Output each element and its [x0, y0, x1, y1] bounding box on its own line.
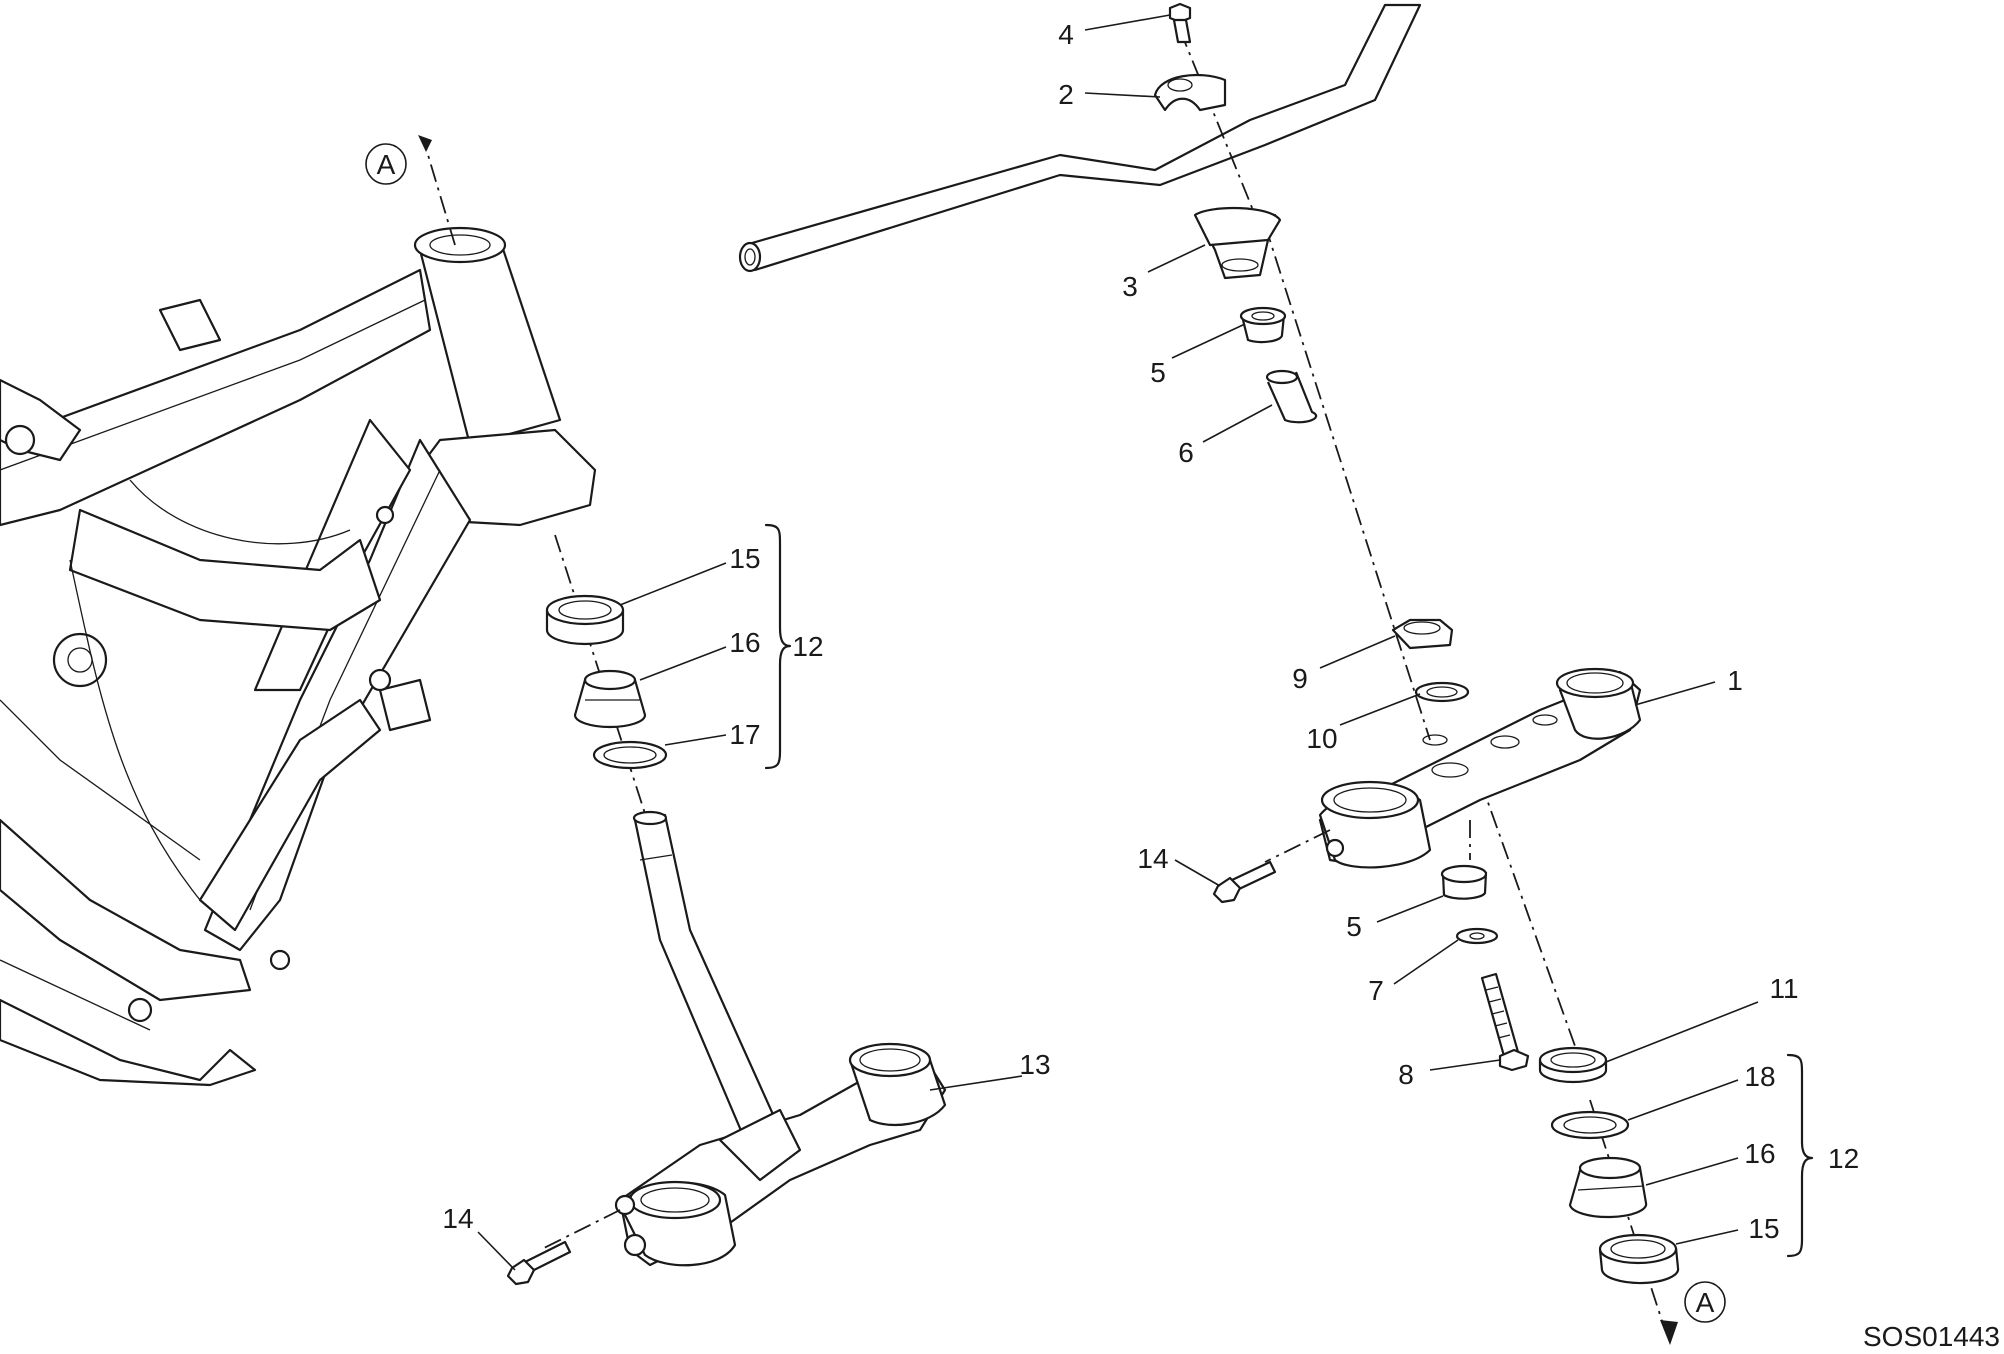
callout-5-upper: 5 [1150, 357, 1166, 388]
leader-lines [477, 14, 1759, 1271]
callout-4: 4 [1058, 19, 1074, 50]
upper-triple-clamp [1318, 667, 1642, 869]
callout-1: 1 [1727, 665, 1743, 696]
clamp-cap-2 [1153, 73, 1227, 112]
washer-7 [1455, 927, 1499, 945]
group-brace-right [1786, 1053, 1814, 1258]
callout-8: 8 [1398, 1059, 1414, 1090]
group-brace-left [764, 523, 792, 770]
callout-15-left: 15 [729, 543, 760, 574]
callout-13: 13 [1019, 1049, 1050, 1080]
reference-code: SOS01443 [1863, 1321, 2000, 1352]
bolt-14-right [1212, 829, 1331, 904]
bolt-8 [1480, 972, 1530, 1072]
callout-7: 7 [1368, 975, 1384, 1006]
frame-drawing [0, 226, 597, 1087]
bushing-5-upper [1239, 306, 1287, 344]
callout-16-left: 16 [729, 627, 760, 658]
callout-12-right: 12 [1828, 1143, 1859, 1174]
bolt-4 [1168, 2, 1192, 44]
callout-3: 3 [1122, 271, 1138, 302]
svg-text:A: A [377, 149, 396, 180]
callout-9: 9 [1292, 663, 1308, 694]
left-bearing-stack [545, 534, 668, 861]
spacer-6 [1265, 369, 1318, 424]
riser-3 [1193, 207, 1282, 280]
callout-11: 11 [1769, 973, 1798, 1004]
connector-mark-bottom: A [1684, 1281, 1726, 1323]
callout-2: 2 [1058, 79, 1074, 110]
nut-9 [1391, 618, 1454, 650]
callout-labels: 4 2 3 5 6 9 10 1 14 5 7 8 11 18 16 15 12… [442, 19, 1859, 1244]
callout-16-right: 16 [1744, 1138, 1775, 1169]
lower-triple-clamp [614, 810, 947, 1267]
handlebar [738, 3, 1422, 273]
callout-15-right: 15 [1748, 1213, 1779, 1244]
callout-14-right: 14 [1137, 843, 1168, 874]
callout-18: 18 [1744, 1061, 1775, 1092]
callout-5-lower: 5 [1346, 911, 1362, 942]
bolt-14-left [506, 1209, 621, 1286]
svg-text:A: A [1696, 1287, 1715, 1318]
callout-10: 10 [1306, 723, 1337, 754]
right-bearing-stack [1538, 1046, 1680, 1285]
callout-6: 6 [1178, 437, 1194, 468]
connector-mark-top: A [365, 135, 456, 246]
washer-10 [1414, 681, 1470, 703]
callout-12-left: 12 [792, 631, 823, 662]
callout-17: 17 [729, 719, 760, 750]
bushing-5-lower [1440, 820, 1488, 900]
callout-14-left: 14 [442, 1203, 473, 1234]
